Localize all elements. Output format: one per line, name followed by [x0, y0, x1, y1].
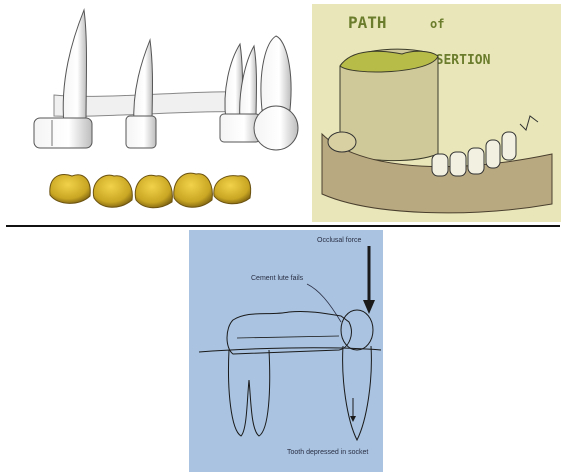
- front-tooth-5: [502, 132, 516, 160]
- diagram-svg: Occlusal force Cement lute fails Tooth d…: [189, 230, 383, 472]
- sketch-title-word2: of: [430, 17, 444, 31]
- crown-molar: [254, 106, 298, 150]
- abutment-tooth-left: [328, 132, 356, 152]
- teeth-bridge-illustration: [14, 0, 306, 222]
- gold-crown-5: [214, 176, 251, 204]
- bridge-failure-diagram: Occlusal force Cement lute fails Tooth d…: [189, 230, 383, 472]
- section-divider: [6, 225, 560, 227]
- label-cement-lute-fails: Cement lute fails: [251, 275, 304, 282]
- tooth-molar: [261, 36, 291, 110]
- tooth-abutment-2: [134, 40, 153, 125]
- sketch-title-line1: PATH: [348, 13, 387, 32]
- gold-crown-4: [174, 173, 213, 207]
- teeth-bridge-svg: [14, 0, 306, 222]
- tooth-abutment-1: [63, 10, 86, 125]
- gold-crown-1: [50, 174, 90, 203]
- canine-sketch: [520, 116, 538, 130]
- front-tooth-3: [468, 148, 484, 174]
- crown-left: [34, 118, 92, 148]
- label-occlusal-force: Occlusal force: [317, 237, 361, 244]
- sketch-svg: PATH of INSERTION: [312, 4, 561, 222]
- path-of-insertion-sketch: PATH of INSERTION: [312, 4, 561, 222]
- front-tooth-1: [432, 154, 448, 176]
- label-tooth-depressed: Tooth depressed in socket: [287, 449, 368, 456]
- front-tooth-4: [486, 140, 500, 168]
- gold-crown-2: [93, 175, 132, 207]
- front-tooth-2: [450, 152, 466, 176]
- crown-middle: [126, 116, 156, 148]
- gold-crown-3: [135, 175, 172, 208]
